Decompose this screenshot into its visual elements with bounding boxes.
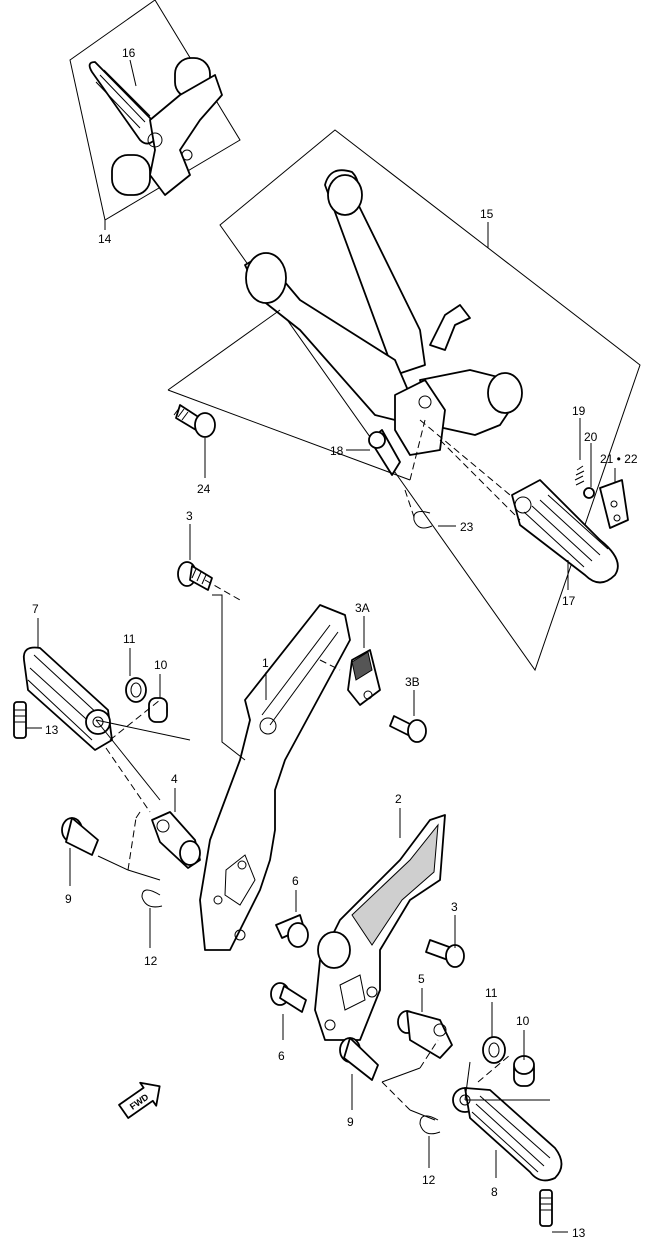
- circlip-12-left-drawing: [141, 889, 163, 908]
- callout-6-b: 6: [278, 1049, 285, 1063]
- footpeg-7-drawing: [22, 646, 113, 751]
- callout-14: 14: [98, 232, 112, 246]
- bolt-3b-drawing: [389, 715, 427, 743]
- callout-20: 20: [584, 430, 598, 444]
- callout-9-right: 9: [347, 1115, 354, 1129]
- callout-11-right: 11: [485, 986, 498, 1000]
- callout-1: 1: [262, 656, 269, 670]
- circlip-12-right-drawing: [419, 1115, 441, 1135]
- holder-4-drawing: [151, 811, 201, 869]
- callout-12-left: 12: [144, 954, 158, 968]
- callout-12-right: 12: [422, 1173, 436, 1187]
- fwd-arrow-icon: FWD: [118, 1081, 161, 1119]
- callout-3-top: 3: [186, 509, 193, 523]
- holder-5-drawing: [397, 1010, 453, 1059]
- footpeg-17-drawing: [511, 479, 619, 584]
- pin-9-right-drawing: [339, 1037, 379, 1081]
- roller-10-right-drawing: [513, 1055, 535, 1087]
- callout-10-right: 10: [516, 1014, 530, 1028]
- callout-24: 24: [197, 482, 211, 496]
- assembly-15-frame: [219, 129, 641, 672]
- callout-3b: 3B: [405, 675, 420, 689]
- bolt-24-drawing: [173, 404, 216, 438]
- callout-8: 8: [491, 1185, 498, 1199]
- callout-13-right: 13: [572, 1226, 586, 1240]
- bolt-13-right-drawing: [539, 1189, 553, 1227]
- callout-5: 5: [418, 972, 425, 986]
- bracket-2-drawing: [314, 814, 446, 1041]
- callout-10-left: 10: [154, 658, 168, 672]
- callout-3a: 3A: [355, 601, 370, 615]
- leader-lines-upper: [129, 59, 616, 590]
- bolt-13-left-drawing: [13, 701, 27, 739]
- spring-11-left-drawing: [125, 677, 147, 703]
- bolt-3-top-drawing: [177, 561, 213, 591]
- pin-18-drawing: [368, 429, 401, 476]
- bolt-6-b-drawing: [270, 982, 307, 1013]
- callout-19: 19: [572, 404, 586, 418]
- callout-23: 23: [460, 520, 474, 534]
- bolt-3-right-drawing: [425, 939, 465, 968]
- pin-9-left-drawing: [61, 817, 99, 856]
- callout-16: 16: [122, 46, 136, 60]
- callout-13-left: 13: [45, 723, 59, 737]
- rear-bracket-drawing: [244, 169, 523, 456]
- callout-11-left: 11: [123, 632, 136, 646]
- assembly-14-frame: [69, 0, 241, 230]
- circlip-23-drawing: [413, 511, 433, 529]
- spring-11-right-drawing: [482, 1036, 506, 1064]
- assembly-16-drawing: [88, 57, 223, 196]
- roller-10-left-drawing: [148, 697, 168, 723]
- leader-lines-right: [282, 808, 568, 1233]
- callout-18: 18: [330, 444, 344, 458]
- callout-2: 2: [395, 792, 402, 806]
- callout-15: 15: [480, 207, 494, 221]
- small-parts-19-22: [574, 465, 629, 529]
- bracket-1-drawing: [199, 604, 351, 951]
- bolt-6-a-drawing: [275, 914, 309, 948]
- callout-17: 17: [562, 594, 576, 608]
- plate-3a-drawing: [347, 649, 381, 706]
- callout-21-22: 21 • 22: [600, 452, 638, 466]
- footpeg-8-drawing: [452, 1087, 563, 1182]
- callout-6-a: 6: [292, 874, 299, 888]
- leader-lines-left: [26, 524, 415, 948]
- callout-9-left: 9: [65, 892, 72, 906]
- callout-4: 4: [171, 772, 178, 786]
- callout-3-right: 3: [451, 900, 458, 914]
- callout-7: 7: [32, 602, 39, 616]
